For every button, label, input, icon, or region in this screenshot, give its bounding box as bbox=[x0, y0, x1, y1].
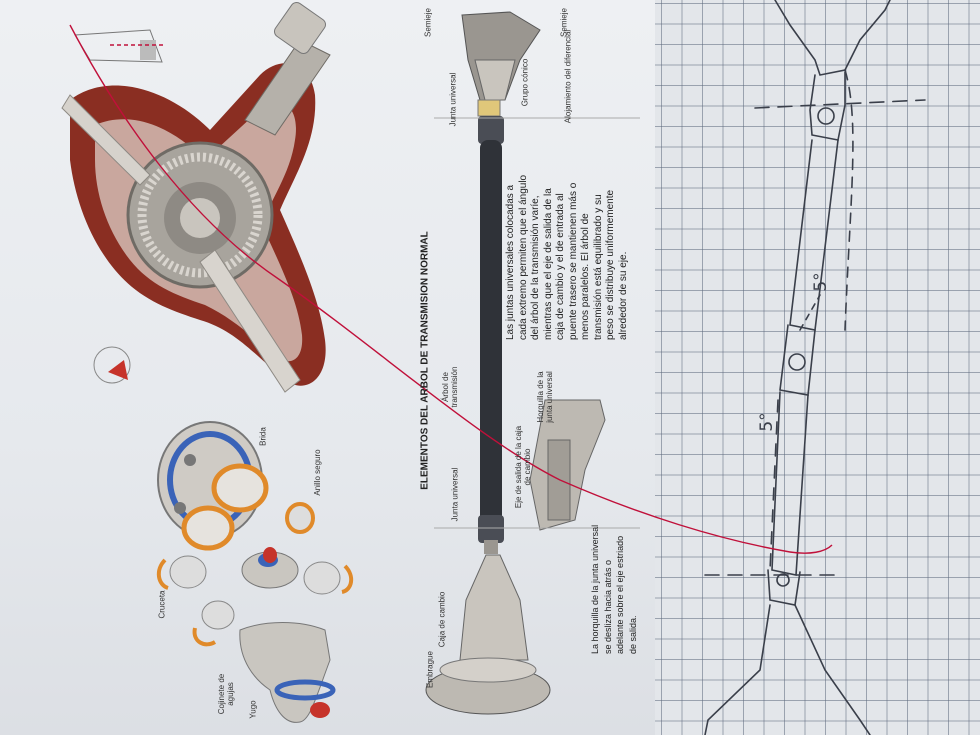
universal-joint-parts bbox=[156, 421, 354, 723]
graph-paper bbox=[655, 0, 980, 735]
sketch-angle-lower: 5° bbox=[757, 412, 777, 432]
pencil-sketch bbox=[704, 0, 926, 735]
drive-shaft-illustration bbox=[425, 11, 640, 715]
label-anillo-seguro: Anillo seguro bbox=[313, 449, 322, 496]
label-brida: Brida bbox=[258, 427, 268, 446]
label-grupo-conico: Grupo cónico bbox=[520, 58, 530, 107]
sketch-angle-upper: 5° bbox=[811, 272, 831, 292]
label-arbol: Árbol de transmisión bbox=[441, 366, 459, 408]
differential-illustration bbox=[61, 2, 331, 393]
paragraph-horquilla: La horquilla de la junta universal se de… bbox=[590, 524, 638, 654]
label-cruceta: Cruceta bbox=[157, 590, 167, 619]
label-embrague: Embrague bbox=[425, 651, 435, 688]
label-eje-salida: Eje de salida de la caja de cambio bbox=[514, 425, 532, 509]
red-marker-line bbox=[69, 24, 833, 554]
label-horquilla: Horquilla de la junta universal bbox=[536, 371, 554, 423]
label-junta-universal-top: Junta universal bbox=[448, 72, 458, 127]
label-junta-universal-bottom: Junta universal bbox=[450, 467, 460, 522]
page-title: ELEMENTOS DEL ARBOL DE TRANSMISION NORMA… bbox=[419, 231, 431, 490]
label-cojinete: Cojinete de agujas bbox=[217, 673, 235, 715]
label-yugo: Yugo bbox=[248, 700, 258, 719]
label-caja-cambio: Caja de cambio bbox=[437, 591, 447, 648]
paragraph-main: Las juntas universales colocadas a cada … bbox=[505, 174, 629, 340]
label-semieje-top: Semieje bbox=[423, 8, 433, 37]
label-alojamiento: Alojamiento del diferencial bbox=[563, 29, 573, 124]
